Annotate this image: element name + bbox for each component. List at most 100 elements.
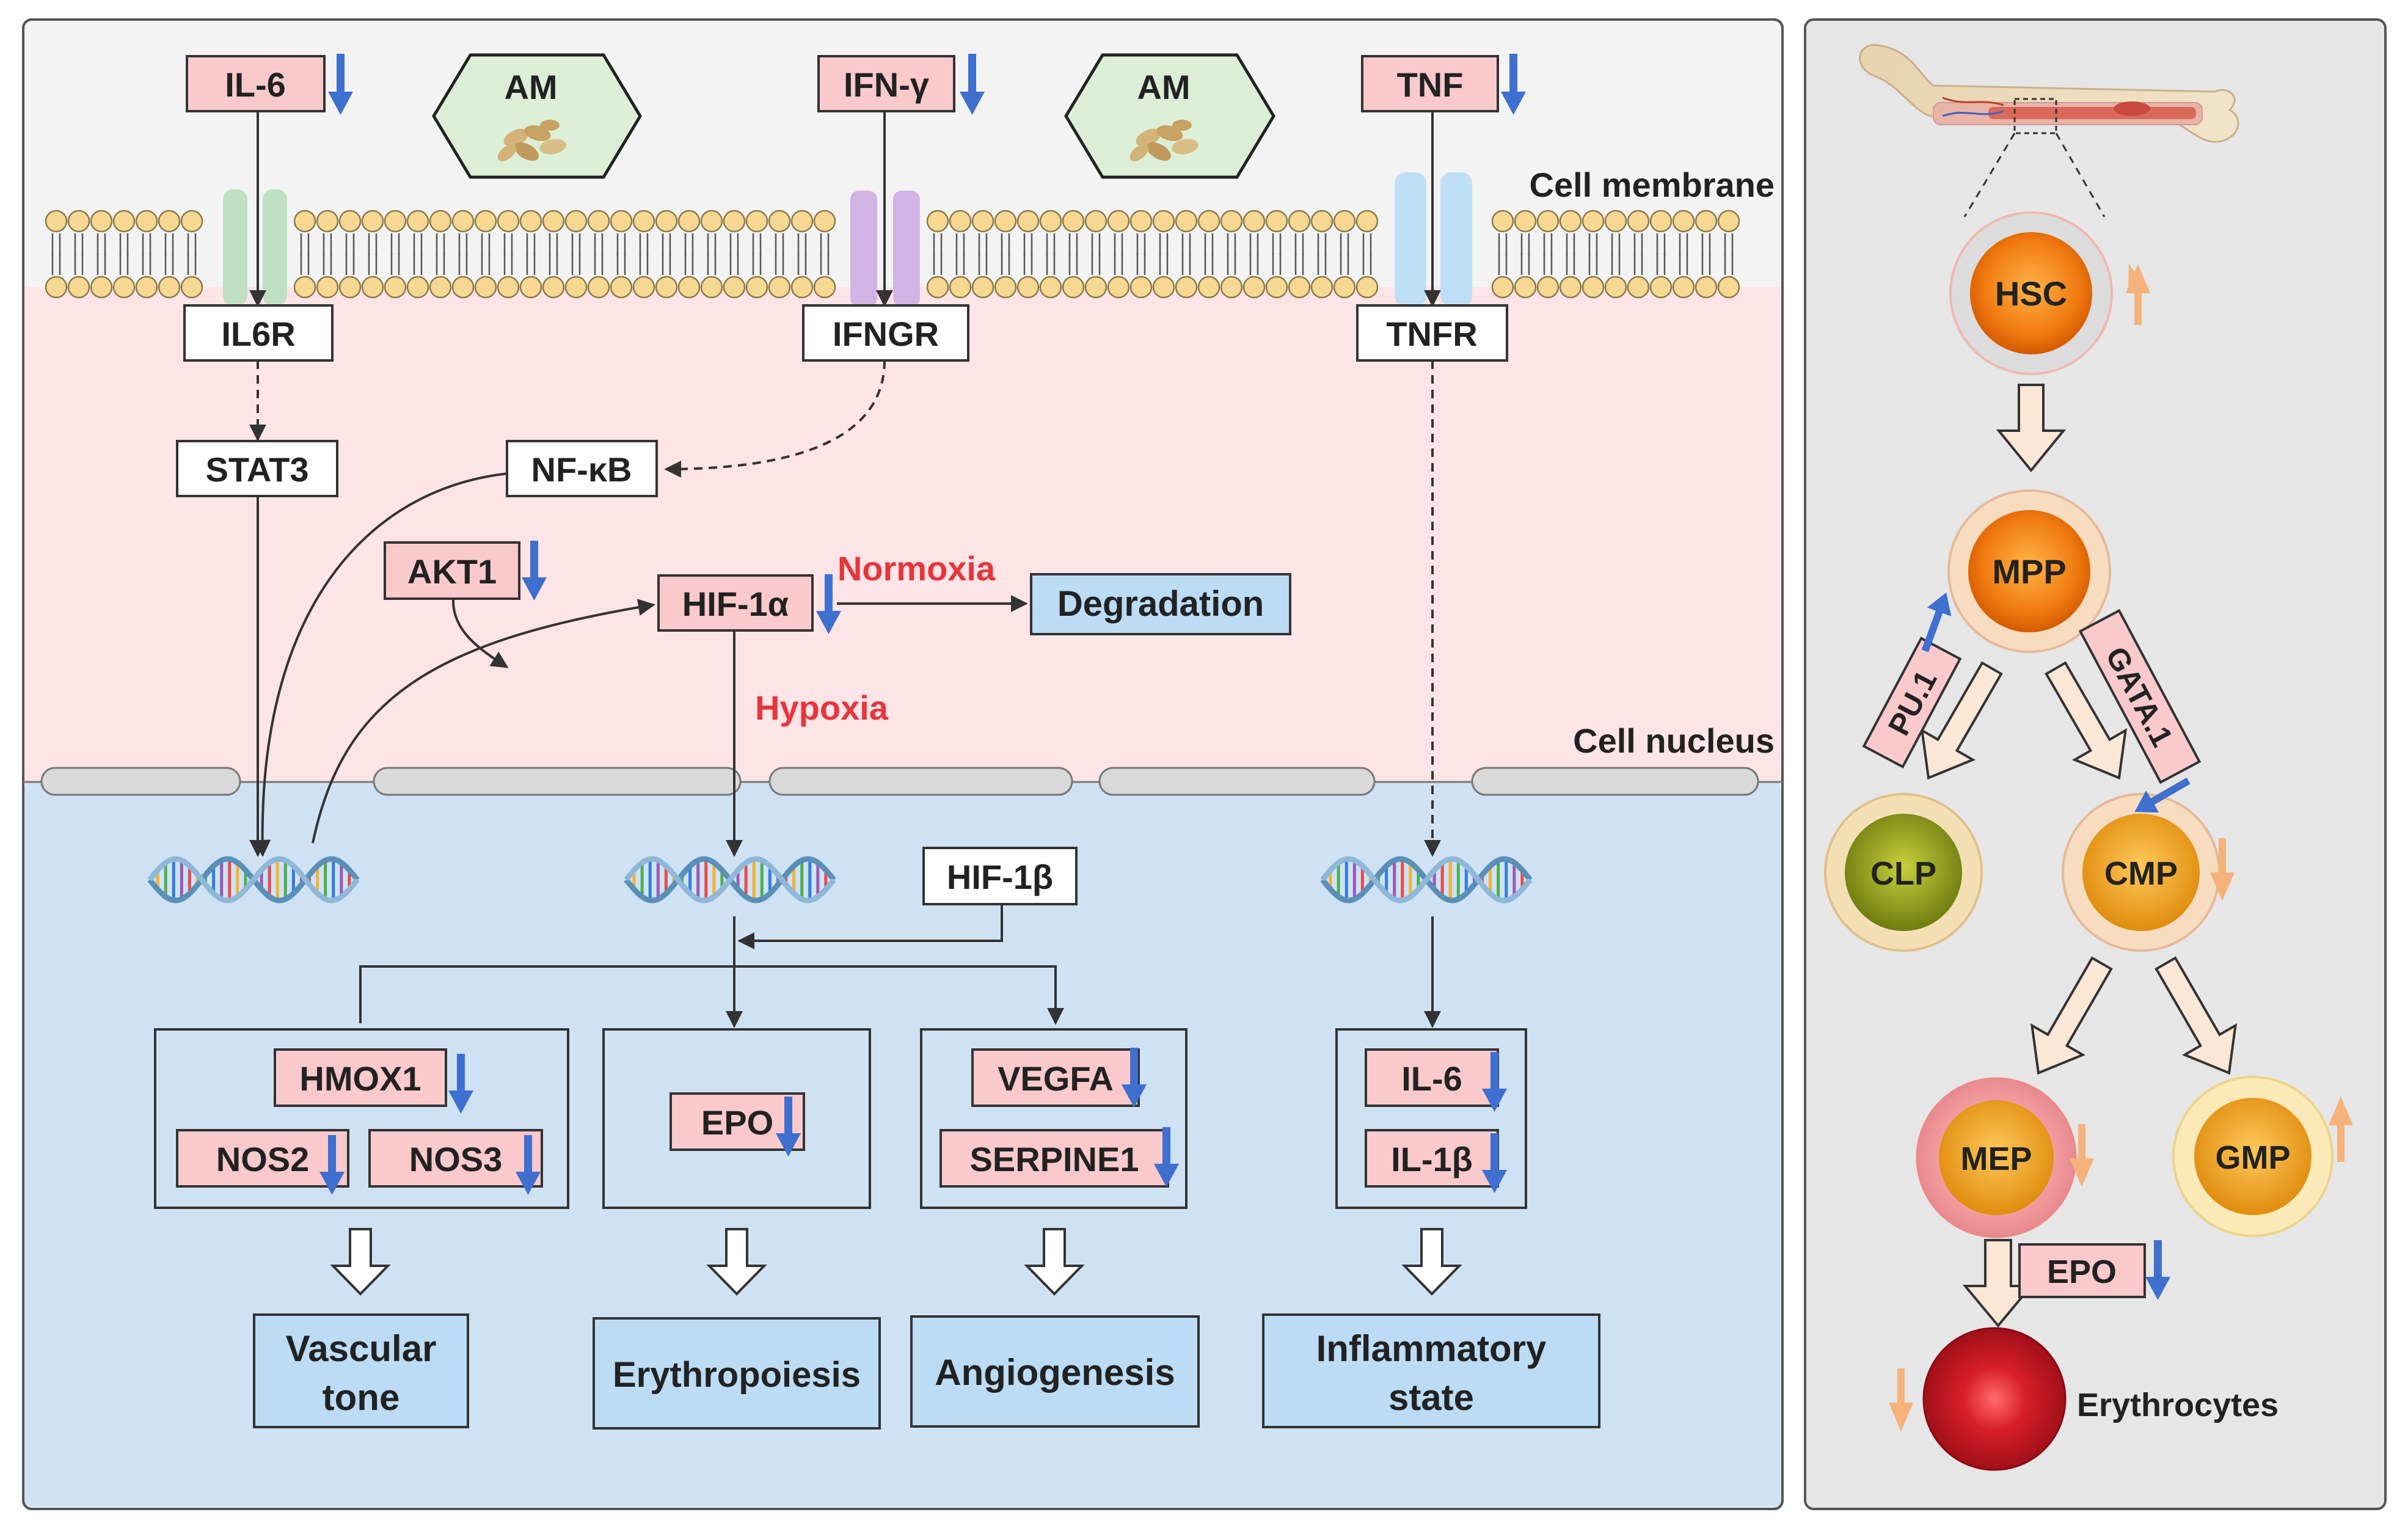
lipid-head <box>1175 210 1198 233</box>
down-arrow-icon <box>776 1097 801 1156</box>
lipid-head <box>1016 210 1040 233</box>
lipid-head <box>655 276 678 299</box>
lipid-head <box>451 276 475 299</box>
bone-icon <box>1859 44 2239 143</box>
receptor-ifngr: IFNGR <box>802 304 969 362</box>
lipid-head <box>1175 276 1198 299</box>
dna-helices <box>147 856 1533 904</box>
lipid-head <box>1604 210 1627 233</box>
down-regulation-arrows <box>319 54 1526 1195</box>
svg-text:MEP: MEP <box>1960 1141 2032 1177</box>
lipid-head <box>1288 210 1311 233</box>
lipid-head <box>1084 210 1107 233</box>
ifn-receptor-shape <box>850 191 920 307</box>
lipid-head <box>497 210 520 233</box>
lipid-head <box>361 210 384 233</box>
lipid-head <box>90 210 113 233</box>
cmp-cell: CMP <box>2062 793 2220 952</box>
lipid-head <box>1152 210 1175 233</box>
lipid-head <box>1695 210 1718 233</box>
lipid-head <box>1582 276 1605 299</box>
lipid-head <box>1084 276 1107 299</box>
connectors <box>249 110 1441 1028</box>
svg-text:AM: AM <box>1137 68 1190 106</box>
nfkb-box: NF-κB <box>506 440 658 497</box>
stat3-box: STAT3 <box>176 440 338 497</box>
hmox1-label: HMOX1 <box>299 1059 421 1098</box>
svg-text:HIF-1α: HIF-1α <box>682 585 789 623</box>
lipid-head <box>180 276 203 299</box>
lipid-head <box>67 210 90 233</box>
svg-text:Erythropoiesis: Erythropoiesis <box>613 1355 861 1395</box>
lipid-head <box>677 276 701 299</box>
lipid-head <box>745 276 768 299</box>
lipid-head <box>1514 210 1537 233</box>
lipid-head <box>926 276 949 299</box>
lipid-head <box>1536 276 1560 299</box>
lipid-head <box>1627 276 1650 299</box>
lipid-head <box>180 210 203 233</box>
serpine1-label: SERPINE1 <box>970 1140 1139 1178</box>
svg-text:CMP: CMP <box>2104 855 2178 892</box>
am-hexagon-1: AM <box>432 53 642 179</box>
lipid-head <box>519 210 542 233</box>
down-arrow-icon <box>1889 1368 1913 1431</box>
down-arrow-icon <box>1482 1133 1507 1193</box>
svg-text:Inflammatory: Inflammatory <box>1316 1328 1547 1369</box>
svg-text:HIF-1β: HIF-1β <box>947 858 1053 896</box>
lipid-head <box>813 210 836 233</box>
svg-text:IL6R: IL6R <box>221 315 295 353</box>
lipid-bilayer <box>45 210 1740 299</box>
erythrocyte-cell <box>1922 1327 2067 1471</box>
nos2-label: NOS2 <box>216 1140 310 1178</box>
lipid-head <box>700 276 723 299</box>
svg-text:TNFR: TNFR <box>1386 315 1477 353</box>
receptor-il6r: IL6R <box>183 304 334 362</box>
lipid-head <box>429 276 452 299</box>
lipid-head <box>1197 210 1220 233</box>
lipid-head <box>1559 210 1582 233</box>
lipid-head <box>316 276 339 299</box>
svg-text:IFN-γ: IFN-γ <box>844 65 929 104</box>
lipid-head <box>1152 276 1175 299</box>
lipid-head <box>451 210 475 233</box>
lipid-head <box>994 210 1017 233</box>
ligand-il6-top: IL-6 <box>186 55 326 112</box>
lipid-head <box>1107 210 1130 233</box>
lipid-head <box>1062 276 1085 299</box>
lipid-head <box>45 210 68 233</box>
lipid-head <box>1129 276 1153 299</box>
lipid-head <box>949 276 972 299</box>
lipid-head <box>813 276 836 299</box>
outcome-erythropoiesis: Erythropoiesis <box>593 1317 881 1430</box>
svg-text:Angiogenesis: Angiogenesis <box>935 1352 1175 1393</box>
receptor-tnfr: TNFR <box>1356 304 1508 362</box>
lipid-head <box>1333 276 1356 299</box>
lipid-head <box>1039 210 1062 233</box>
outcome-inflammatory-state: Inflammatory state <box>1262 1313 1600 1428</box>
lipid-head <box>384 210 407 233</box>
up-arrow-icon <box>2126 264 2150 325</box>
svg-text:STAT3: STAT3 <box>205 450 308 489</box>
svg-text:CLP: CLP <box>1870 855 1936 892</box>
target-frame-vascular: HMOX1 NOS2 NOS3 <box>154 1028 569 1209</box>
lipid-head <box>587 210 610 233</box>
hif1b-box: HIF-1β <box>922 847 1078 905</box>
lipid-head <box>610 210 633 233</box>
blue-diagonal-arrow-icon <box>1921 592 1952 652</box>
orange-trend-arrows <box>1889 264 2353 1431</box>
lipid-head <box>429 210 452 233</box>
svg-text:EPO: EPO <box>2047 1254 2117 1290</box>
target-frame-epo: EPO <box>602 1028 871 1209</box>
down-arrow-icon <box>1154 1127 1179 1187</box>
lipid-head <box>293 276 316 299</box>
down-arrow-icon <box>1501 54 1526 115</box>
epo-target-label: EPO <box>701 1103 773 1142</box>
lipid-head <box>723 276 746 299</box>
lipid-head <box>542 276 565 299</box>
outcome-angiogenesis: Angiogenesis <box>910 1315 1200 1428</box>
lipid-head <box>316 210 339 233</box>
lineage-arrows <box>1920 384 2238 1328</box>
